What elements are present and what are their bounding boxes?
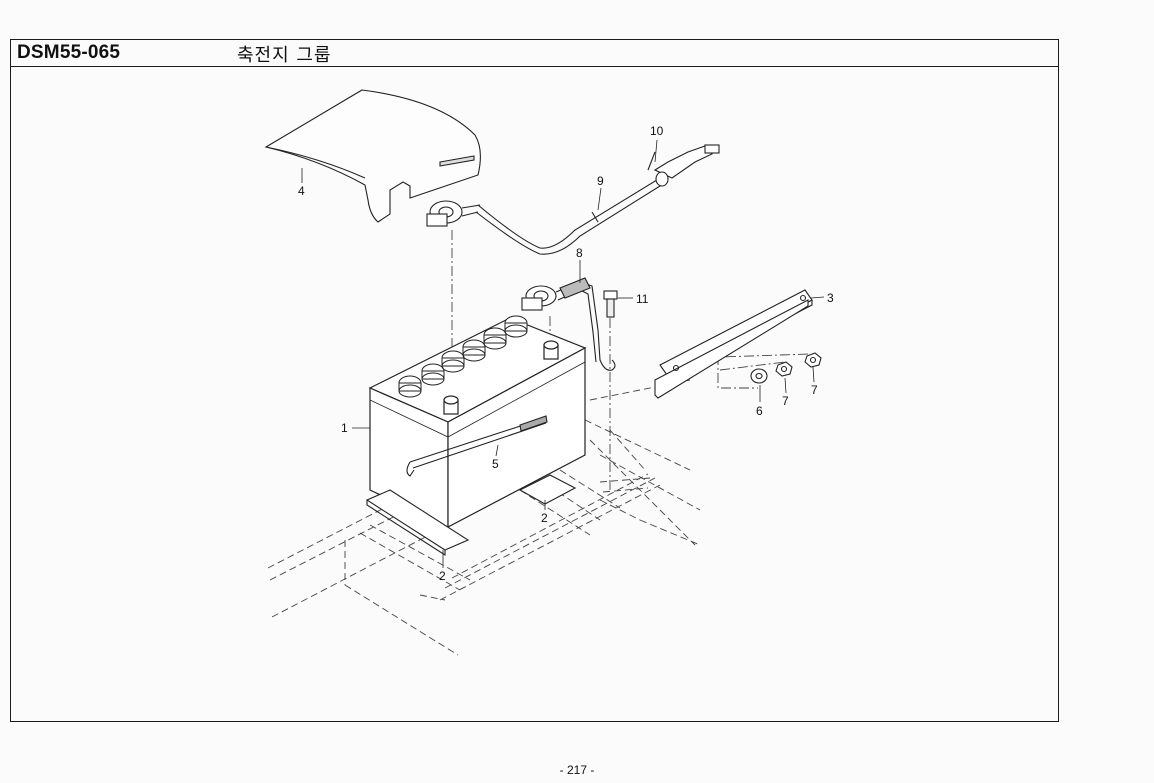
bolt-part-11 xyxy=(603,290,618,318)
callout-9: 9 xyxy=(597,174,604,188)
battery-cover-part-4 xyxy=(264,89,481,223)
header-bar: DSM55-065 축전지 그룹 xyxy=(11,40,1058,67)
callout-7b: 7 xyxy=(811,383,818,397)
callout-numbers: 4 10 9 8 11 3 6 7 7 1 5 2 2 xyxy=(298,124,834,583)
callout-10: 10 xyxy=(650,124,664,138)
nut-part-7 xyxy=(775,352,822,377)
terminal-boot-part-10 xyxy=(647,144,720,187)
chassis-frame-dashed xyxy=(267,379,701,656)
bracket-part-3 xyxy=(654,289,813,399)
callout-3: 3 xyxy=(827,291,834,305)
battery-pad-part-2 xyxy=(365,474,577,557)
positive-cable-part-9 xyxy=(426,174,669,255)
battery-caps xyxy=(398,315,528,398)
callout-5: 5 xyxy=(492,457,499,471)
callout-2a: 2 xyxy=(541,511,548,525)
callout-1: 1 xyxy=(341,421,348,435)
callout-2b: 2 xyxy=(439,569,446,583)
page-frame: DSM55-065 축전지 그룹 xyxy=(10,39,1059,722)
callout-6: 6 xyxy=(756,404,763,418)
callout-8: 8 xyxy=(576,246,583,260)
page-number: - 217 - xyxy=(559,763,595,777)
washer-part-6 xyxy=(750,368,768,384)
part-group-code: DSM55-065 xyxy=(17,42,121,63)
part-group-title: 축전지 그룹 xyxy=(237,45,332,66)
hold-down-rod-part-5 xyxy=(406,415,548,477)
callout-7a: 7 xyxy=(782,394,789,408)
callout-11: 11 xyxy=(636,292,649,306)
callout-4: 4 xyxy=(298,184,305,198)
leader-lines xyxy=(301,139,825,568)
negative-cable-part-8 xyxy=(521,277,616,371)
